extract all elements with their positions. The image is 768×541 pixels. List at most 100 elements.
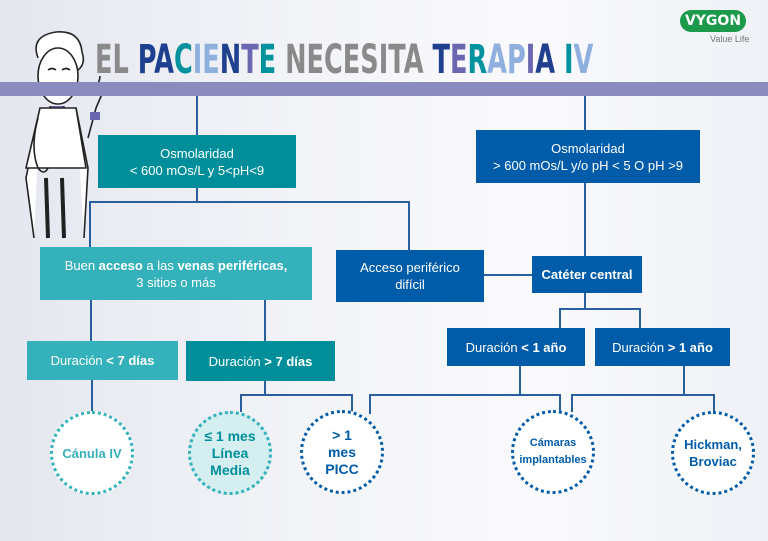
connector: [369, 394, 371, 414]
title-letter: T: [241, 37, 259, 83]
box-line: Osmolaridad: [551, 140, 625, 156]
logo-tagline: Value Life: [710, 34, 750, 44]
outcome-text: PICC: [325, 460, 359, 477]
connector: [408, 201, 410, 250]
box-text-bold: > 7 días: [264, 353, 313, 369]
box-text: Duración: [612, 339, 668, 355]
connector: [639, 308, 641, 328]
title-letter: A: [403, 37, 424, 83]
outcome-text: ≤ 1 mes: [204, 427, 256, 444]
title-letter: [555, 37, 564, 83]
box-text-bold: acceso: [98, 257, 143, 273]
outcome-text: Broviac: [689, 454, 737, 469]
connector: [196, 188, 198, 202]
duration-gt-7-box: Duración > 7 días: [186, 341, 335, 381]
box-text-bold: > 1 año: [667, 339, 713, 355]
title-letter: R: [467, 37, 488, 83]
page-title: EL PACIENTE NECESITA TERAPIA IV: [95, 38, 593, 82]
outcome-text: mes: [327, 443, 356, 460]
title-letter: I: [192, 37, 203, 83]
box-line: < 600 mOs/L y 5<pH<9: [129, 162, 265, 178]
title-letter: P: [506, 37, 526, 83]
title-letter: S: [360, 37, 379, 83]
box-text: Buen: [64, 257, 99, 273]
box-text-bold: < 7 días: [106, 353, 155, 368]
connector: [196, 96, 198, 135]
connector: [559, 308, 641, 310]
box-text: Duración: [465, 339, 522, 355]
box-line: > 600 mOs/L y/o pH < 5 O pH >9: [493, 157, 683, 173]
title-letter: [276, 37, 285, 83]
outcome-text: Cámaras: [529, 437, 577, 449]
title-letter: E: [342, 37, 361, 83]
title-letter: V: [573, 37, 594, 83]
outcome-hickman-broviac: Hickman,Broviac: [671, 411, 755, 495]
title-letter: P: [137, 37, 155, 83]
box-text: Duración: [50, 353, 107, 368]
outcome-camaras-implantables: Cámaras implantables: [511, 410, 595, 494]
box-line: difícil: [395, 277, 425, 292]
box-line: Acceso periférico: [360, 260, 460, 275]
title-letter: T: [432, 37, 450, 83]
connector: [584, 183, 586, 256]
box-text: a las: [142, 257, 178, 273]
osmolarity-low-box: Osmolaridad< 600 mOs/L y 5<pH<9: [98, 135, 296, 188]
connector: [559, 394, 561, 412]
title-letter: E: [258, 37, 277, 83]
box-line: Osmolaridad: [160, 145, 234, 161]
title-letter: E: [202, 37, 220, 83]
title-letter: A: [487, 37, 507, 83]
title-letter: C: [324, 37, 343, 83]
duration-gt-1y-box: Duración > 1 año: [595, 328, 730, 366]
connector: [91, 380, 93, 412]
box-text-bold: < 1 año: [521, 339, 567, 355]
connector: [559, 308, 561, 328]
box-text-bold: venas periféricas,: [177, 257, 288, 273]
box-text: Duración: [208, 353, 265, 369]
header-band: [0, 82, 768, 96]
connector: [571, 394, 573, 412]
title-letter: E: [95, 37, 113, 83]
title-letter: E: [306, 37, 325, 83]
outcome-canula-iv: Cánula IV: [50, 411, 134, 495]
duration-lt-7-box: Duración < 7 días: [27, 341, 178, 380]
vygon-logo: VYGON: [680, 10, 746, 32]
doctor-illustration: [24, 31, 103, 239]
connector: [571, 394, 715, 396]
connector: [484, 274, 532, 276]
connector: [264, 300, 266, 341]
title-letter: I: [564, 37, 574, 83]
duration-lt-1y-box: Duración < 1 año: [447, 328, 585, 366]
connector: [713, 394, 715, 412]
connector: [264, 381, 266, 395]
connector: [351, 394, 353, 412]
title-letter: A: [535, 37, 556, 83]
title-letter: I: [525, 37, 536, 83]
connector: [369, 394, 561, 396]
connector: [240, 394, 353, 396]
connector: [584, 293, 586, 309]
title-letter: L: [112, 37, 129, 83]
connector: [90, 300, 92, 341]
title-letter: A: [154, 37, 174, 83]
title-letter: N: [285, 37, 307, 83]
title-letter: C: [173, 37, 193, 83]
connector: [519, 366, 521, 395]
difficult-access-box: Acceso periférico difícil: [336, 250, 484, 302]
connector: [683, 366, 685, 395]
title-letter: T: [388, 37, 404, 83]
connector: [89, 201, 410, 203]
good-access-box: Buen acceso a las venas periféricas,3 si…: [40, 247, 312, 300]
osmolarity-high-box: Osmolaridad> 600 mOs/L y/o pH < 5 O pH >…: [476, 130, 700, 183]
title-letter: E: [449, 37, 468, 83]
title-letter: I: [378, 37, 389, 83]
central-catheter-box: Catéter central: [532, 256, 642, 293]
outcome-text: Cánula IV: [62, 445, 122, 461]
box-text-bold: Catéter central: [541, 267, 633, 282]
outcome-text: Media: [210, 461, 250, 478]
title-letter: [424, 37, 433, 83]
outcome-text: implantables: [519, 454, 587, 466]
